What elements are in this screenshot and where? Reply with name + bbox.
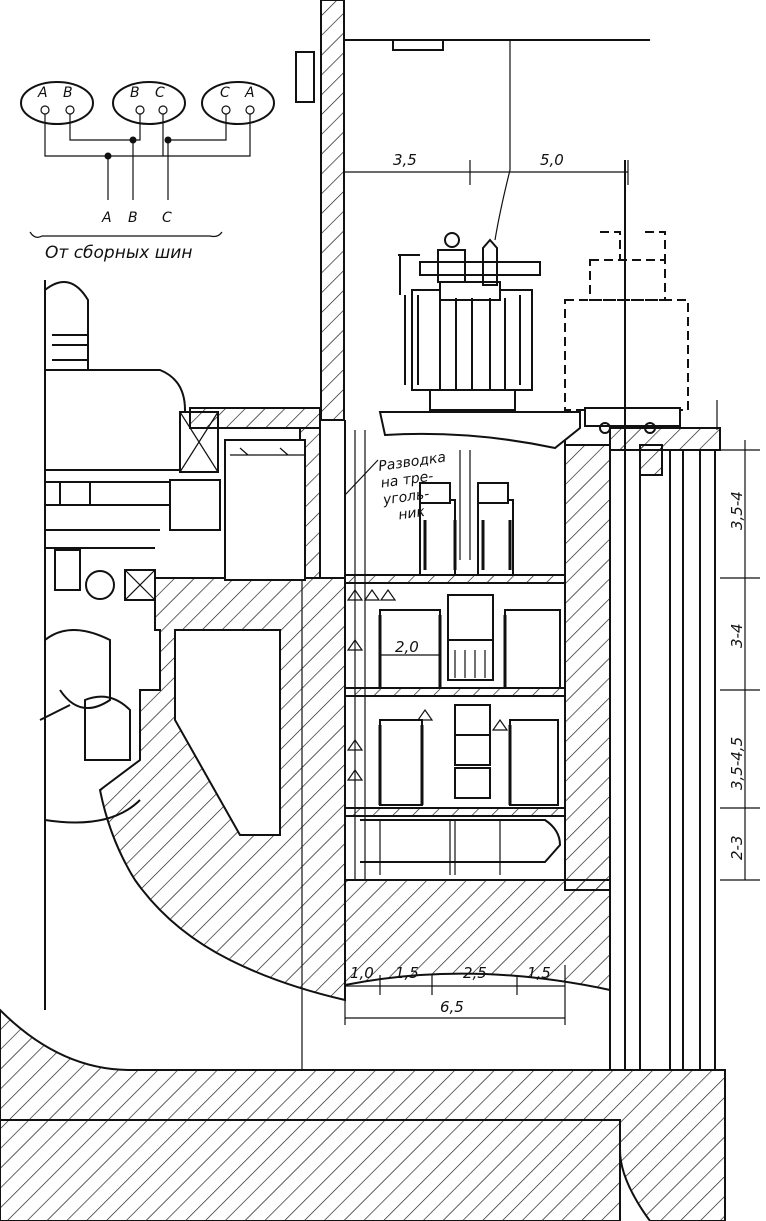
dimension-lines: 3,5 5,0 2,0 1,0 1,5 2,5 1,5 6,5 3,5-4 3-…	[344, 151, 760, 1025]
group3-right-label: A	[244, 85, 255, 101]
switchgear-cells	[224, 420, 566, 880]
dim-level-3: 3,5-4,5	[728, 737, 746, 790]
dim-bottom-part-2: 1,5	[395, 964, 419, 982]
dim-top-right: 5,0	[540, 151, 564, 169]
dim-bottom-total: 6,5	[440, 998, 464, 1016]
dim-top-left: 3,5	[393, 151, 417, 169]
group1-right-label: B	[63, 85, 73, 101]
transformer-area	[345, 39, 689, 450]
phase-connection-scheme: A B B C C A A B C От сборных шин	[20, 81, 275, 263]
phase-group-ca-outline	[201, 81, 275, 125]
dim-level-1: 3,5-4	[728, 491, 746, 530]
bus-label-c: C	[162, 210, 172, 226]
annotation-line-3: уголь-	[381, 486, 430, 508]
group2-right-label: C	[155, 85, 165, 101]
annotation-line-2: на тре-	[380, 468, 435, 491]
bus-label-a: A	[101, 210, 112, 226]
group3-left-label: C	[220, 85, 230, 101]
bus-caption: От сборных шин	[45, 243, 192, 263]
annotation-line-4: ник	[397, 504, 426, 524]
group2-left-label: B	[130, 85, 140, 101]
cable-shafts	[301, 160, 716, 1070]
dim-bottom-part-4: 1,5	[527, 964, 551, 982]
group1-left-label: A	[37, 85, 48, 101]
dim-level-4: 2-3	[728, 836, 746, 861]
phase-group-bc-outline	[112, 81, 186, 125]
machine-hall	[39, 280, 221, 1010]
dim-level-2: 3-4	[728, 624, 746, 649]
dim-bottom-part-1: 1,0	[350, 964, 374, 982]
dim-inner-width: 2,0	[395, 638, 419, 656]
concrete-structure	[0, 0, 726, 1221]
dim-bottom-part-3: 2,5	[463, 964, 487, 982]
bus-label-b: B	[128, 210, 138, 226]
phase-group-ab-outline	[20, 81, 94, 125]
